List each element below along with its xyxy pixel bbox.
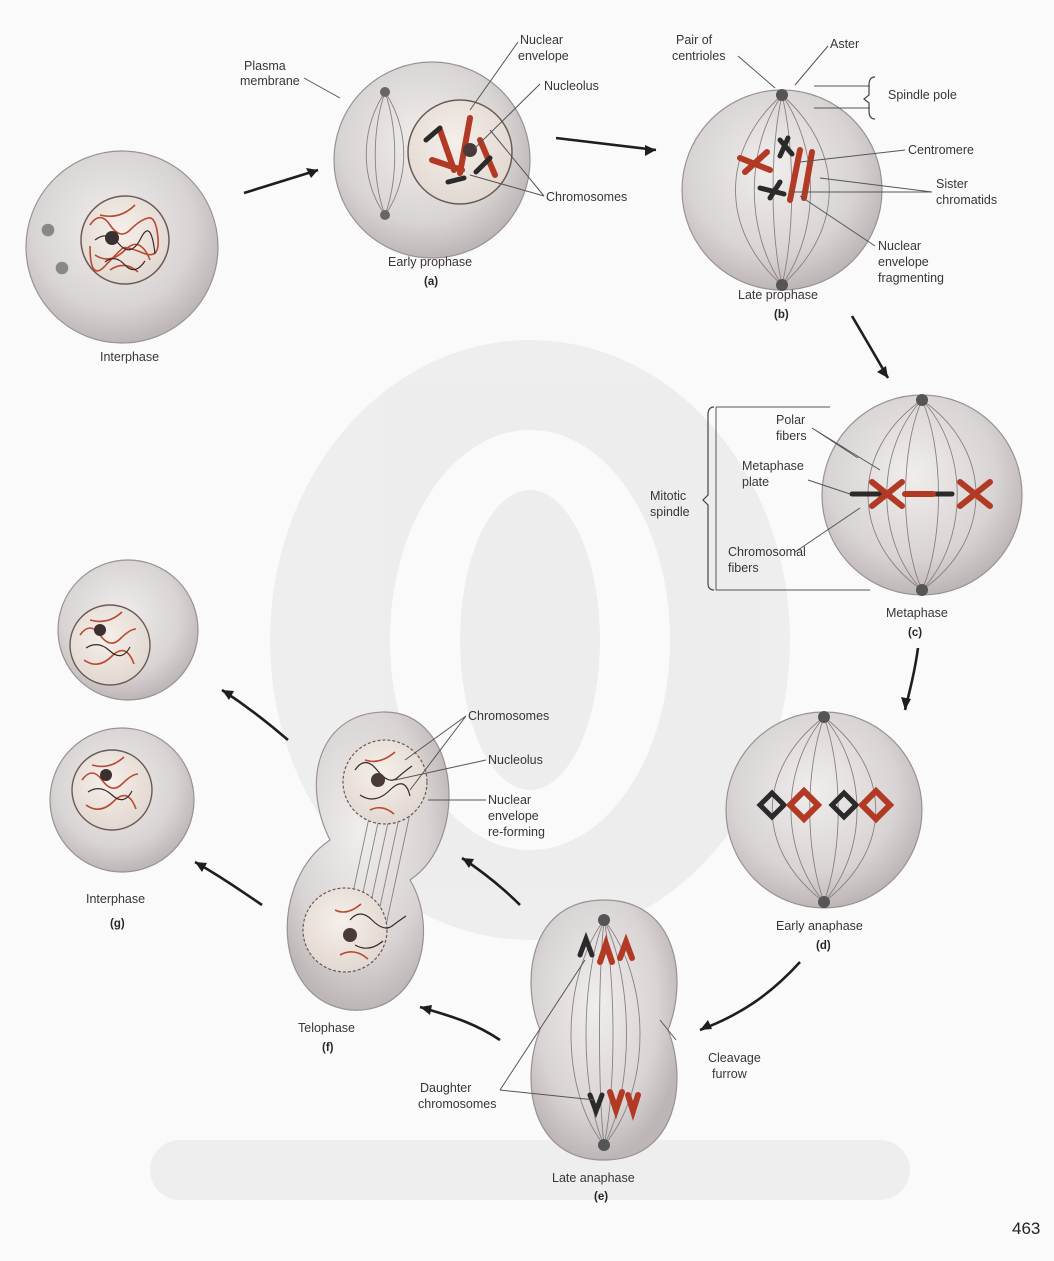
cell-early-anaphase	[726, 711, 922, 908]
label-pair-of-centrioles-1: Pair of	[676, 33, 713, 47]
label-mitotic-spindle-2: spindle	[650, 505, 690, 519]
label-polar-fibers-2: fibers	[776, 429, 807, 443]
label-cleavage-furrow-2: furrow	[712, 1067, 748, 1081]
label-daughter-chromosomes-1: Daughter	[420, 1081, 471, 1095]
label-mitotic-spindle-1: Mitotic	[650, 489, 686, 503]
caption-interphase-end: Interphase	[86, 892, 145, 906]
label-nucleolus-f: Nucleolus	[488, 753, 543, 767]
caption-late-prophase-letter: (b)	[774, 309, 789, 321]
label-nuclear-envelope-1: Nuclear	[520, 33, 563, 47]
label-pair-of-centrioles-2: centrioles	[672, 49, 726, 63]
label-nuclear-envelope-2: envelope	[518, 49, 569, 63]
cell-interphase-start	[26, 151, 218, 343]
label-nuclear-envelope-reforming-1: Nuclear	[488, 793, 531, 807]
label-nuclear-envelope-reforming-2: envelope	[488, 809, 539, 823]
label-chromosomal-fibers-1: Chromosomal	[728, 545, 806, 559]
label-aster: Aster	[830, 37, 859, 51]
caption-telophase: Telophase	[298, 1021, 355, 1035]
caption-metaphase-letter: (c)	[908, 627, 922, 639]
label-daughter-chromosomes-2: chromosomes	[418, 1097, 497, 1111]
label-cleavage-furrow-1: Cleavage	[708, 1051, 761, 1065]
label-metaphase-plate-1: Metaphase	[742, 459, 804, 473]
caption-late-anaphase-letter: (e)	[594, 1191, 608, 1203]
caption-interphase-start: Interphase	[100, 350, 159, 364]
label-nuclear-envelope-fragmenting-2: envelope	[878, 255, 929, 269]
label-centromere: Centromere	[908, 143, 974, 157]
cell-late-prophase	[682, 89, 882, 291]
label-polar-fibers-1: Polar	[776, 413, 805, 427]
caption-early-anaphase-letter: (d)	[816, 940, 831, 952]
label-chromosomes-a: Chromosomes	[546, 190, 627, 204]
page-number: 463	[1012, 1219, 1040, 1238]
cell-early-prophase	[334, 62, 530, 258]
caption-late-anaphase: Late anaphase	[552, 1171, 635, 1185]
caption-metaphase: Metaphase	[886, 606, 948, 620]
label-chromosomes-f: Chromosomes	[468, 709, 549, 723]
label-plasma-membrane-1: Plasma	[244, 59, 286, 73]
caption-early-anaphase: Early anaphase	[776, 919, 863, 933]
label-plasma-membrane-2: membrane	[240, 74, 300, 88]
caption-early-prophase: Early prophase	[388, 255, 472, 269]
label-sister-chromatids-2: chromatids	[936, 193, 997, 207]
cell-late-anaphase	[531, 900, 677, 1160]
caption-late-prophase: Late prophase	[738, 288, 818, 302]
label-metaphase-plate-2: plate	[742, 475, 769, 489]
label-nuclear-envelope-fragmenting-3: fragmenting	[878, 271, 944, 285]
label-nuclear-envelope-fragmenting-1: Nuclear	[878, 239, 921, 253]
label-nucleolus-a: Nucleolus	[544, 79, 599, 93]
caption-telophase-letter: (f)	[322, 1042, 334, 1054]
cells-interphase-end	[50, 560, 198, 872]
caption-early-prophase-letter: (a)	[424, 276, 438, 288]
label-spindle-pole: Spindle pole	[888, 88, 957, 102]
caption-interphase-end-letter: (g)	[110, 918, 125, 930]
label-sister-chromatids-1: Sister	[936, 177, 968, 191]
label-nuclear-envelope-reforming-3: re-forming	[488, 825, 545, 839]
label-chromosomal-fibers-2: fibers	[728, 561, 759, 575]
